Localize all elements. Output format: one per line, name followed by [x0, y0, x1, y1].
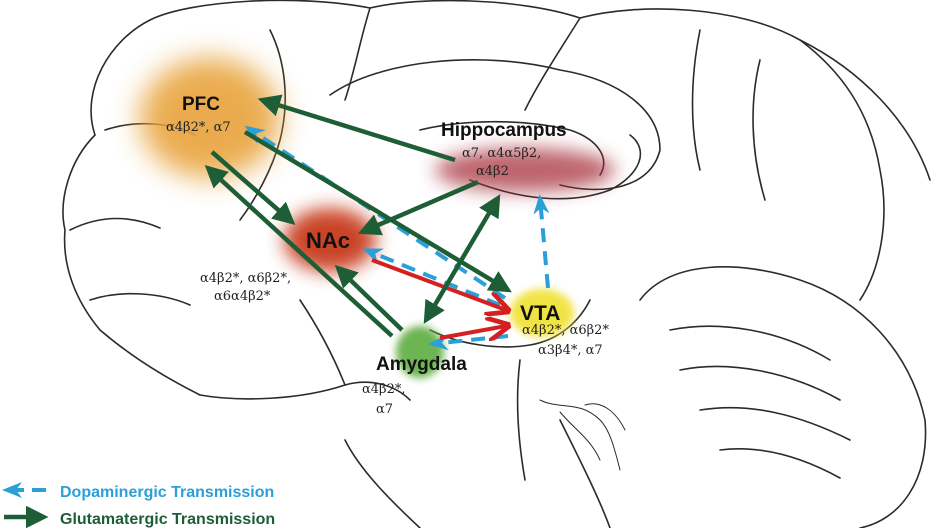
temporal-outline [199, 381, 411, 401]
amygdala-subunits-2: α7 [376, 402, 393, 417]
sulcus-1 [239, 29, 286, 221]
pfc-subunits: α4β2*, α7 [166, 120, 231, 135]
sulcus-5 [752, 59, 766, 201]
hippocampus-subunits-1: α7, α4α5β2, [462, 146, 541, 161]
vessel-lines [539, 399, 626, 471]
nac-subunits-2: α6α4β2* [214, 289, 271, 304]
glu-arrow-amygdala-pfc [204, 164, 394, 338]
frontal-outline [62, 19, 201, 396]
pfc-label: PFC [182, 94, 220, 115]
inner-fold-1 [419, 120, 605, 176]
vta-subunits-1: α4β2*, α6β2* [522, 323, 609, 338]
sulcus-4 [691, 29, 701, 171]
temporal-lobe [299, 299, 346, 386]
brainstem-left [344, 439, 421, 528]
legend-dopaminergic-label: Dopaminergic Transmission [60, 484, 274, 501]
vta-label: VTA [520, 302, 560, 325]
hippocampus-glow [435, 148, 615, 192]
cerebellum-outline [639, 266, 927, 528]
nac-subunits-1: α4β2*, α6β2*, [200, 271, 291, 286]
legend: Dopaminergic Transmission Glutamatergic … [2, 482, 275, 528]
region-glows [140, 58, 615, 378]
cerebellum-folia [669, 325, 851, 479]
sulcus-7 [69, 217, 161, 231]
glu-arrow-amygdala-nac [334, 264, 404, 332]
glu-arrow-pfc-nac [210, 150, 296, 225]
red-arrow-amygdala-vta [439, 326, 506, 338]
brain-outline [62, 0, 931, 528]
sulcus-8 [89, 292, 191, 306]
hippo-fold [469, 134, 642, 200]
hippocampus-subunits-2: α4β2 [476, 164, 509, 179]
corpus-callosum [329, 59, 661, 191]
glu-arrow-hippocampus-pfc [257, 94, 456, 163]
vta-subunits-2: α3β4*, α7 [538, 343, 603, 358]
vta-glow [510, 289, 574, 337]
amygdala-subunits-1: α4β2*, [362, 382, 405, 397]
glu-arrow-hippocampus-amygdala [423, 194, 501, 324]
glu-arrow-hippocampus-nac [357, 179, 479, 236]
sulcus-3 [524, 17, 581, 111]
da-arrow-vta-nac [362, 248, 501, 307]
region-labels: PFC α4β2*, α7 Hippocampus α7, α4α5β2, α4… [166, 94, 609, 417]
pfc-glow [140, 58, 280, 178]
hippocampus-label: Hippocampus [441, 120, 567, 141]
occipital-outline [799, 39, 885, 301]
brainstem-right [559, 419, 611, 528]
legend-glutamatergic-label: Glutamatergic Transmission [60, 511, 275, 528]
amygdala-label: Amygdala [376, 354, 467, 375]
da-arrow-vta-hippocampus [533, 194, 550, 289]
sulcus-2 [344, 7, 371, 101]
glutamatergic-arrows [204, 94, 512, 338]
pons-line [516, 359, 526, 481]
nac-label: NAc [306, 228, 350, 253]
